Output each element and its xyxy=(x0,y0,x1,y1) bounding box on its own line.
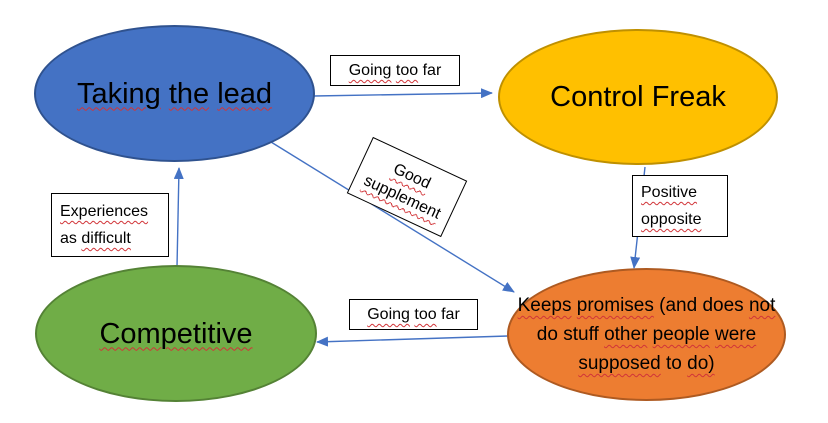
arrow-keeps-to-competitive[interactable] xyxy=(316,335,509,347)
edge-label-going-too-far-top[interactable]: Going too far xyxy=(330,55,460,86)
arrow-taking-to-keeps[interactable] xyxy=(270,141,515,293)
edge-label-experiences-as-difficult[interactable]: Experiences as difficult xyxy=(51,193,169,257)
node-keeps-promises[interactable]: Keeps promises (and does not do stuff ot… xyxy=(507,268,786,401)
edge-label-experiences-line1: Experiences xyxy=(60,203,149,220)
node-taking-the-lead[interactable]: Taking the lead xyxy=(34,25,315,162)
edge-label-experiences-line2: as difficult xyxy=(60,230,131,247)
edge-label-positive-opposite[interactable]: Positive opposite xyxy=(632,175,728,237)
edge-label-positive-opposite-line2: opposite xyxy=(641,211,702,228)
arrow-taking-to-control[interactable] xyxy=(313,88,493,99)
edge-label-positive-opposite-line1: Positive xyxy=(641,184,698,201)
node-keeps-promises-line1: Keeps promises (and does not xyxy=(517,295,776,316)
edge-label-going-too-far-bottom[interactable]: Going too far xyxy=(349,299,478,330)
node-competitive[interactable]: Competitive xyxy=(35,265,317,402)
node-control-freak-label: Control Freak xyxy=(550,81,726,113)
node-control-freak[interactable]: Control Freak xyxy=(498,29,778,165)
edge-label-going-too-far-top-text: Going too far xyxy=(348,62,442,79)
node-keeps-promises-label: Keeps promises (and does not do stuff ot… xyxy=(518,291,776,378)
edge-label-going-too-far-bottom-text: Going too far xyxy=(367,306,460,323)
node-taking-the-lead-label: Taking the lead xyxy=(76,77,273,110)
node-keeps-promises-line3: supposed to do) xyxy=(578,353,715,374)
node-keeps-promises-line2: do stuff other people were xyxy=(536,324,757,345)
node-competitive-label: Competitive xyxy=(99,317,253,350)
arrow-competitive-to-taking[interactable] xyxy=(173,167,184,268)
